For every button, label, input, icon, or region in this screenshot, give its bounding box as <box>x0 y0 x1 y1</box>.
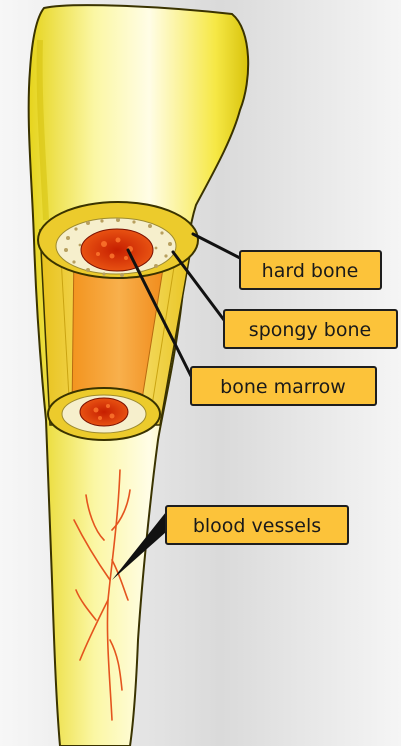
bottom-bone-marrow <box>80 398 128 426</box>
label-spongy-bone: spongy bone <box>224 310 397 348</box>
label-hard-bone-text: hard bone <box>262 260 359 282</box>
label-blood-vessels: blood vessels <box>166 506 348 544</box>
top-bone-marrow <box>81 229 153 271</box>
label-hard-bone: hard bone <box>240 251 381 289</box>
label-bone-marrow-text: bone marrow <box>220 376 346 398</box>
label-bone-marrow: bone marrow <box>191 367 376 405</box>
label-blood-vessels-text: blood vessels <box>193 515 321 537</box>
label-spongy-bone-text: spongy bone <box>249 319 371 341</box>
